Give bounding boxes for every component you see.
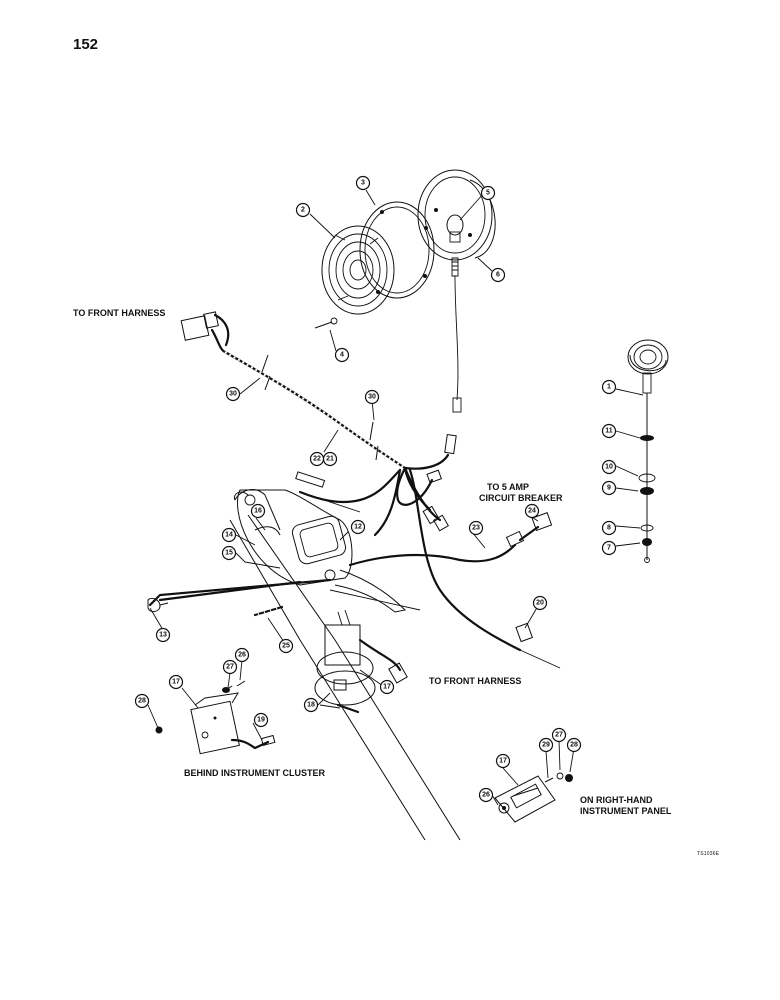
- svg-text:30: 30: [368, 394, 376, 401]
- label-behind-instrument-cluster: BEHIND INSTRUMENT CLUSTER: [184, 768, 325, 778]
- callout-19: 19: [253, 712, 269, 728]
- callout-5: 5: [480, 185, 496, 201]
- label-to-front-harness-top: TO FRONT HARNESS: [73, 308, 165, 318]
- callout-16: 16: [250, 503, 266, 519]
- svg-text:17: 17: [172, 679, 180, 686]
- svg-text:5: 5: [486, 190, 490, 197]
- svg-text:14: 14: [225, 532, 233, 539]
- callout-9: 9: [601, 480, 617, 496]
- lamp-housing: [417, 169, 496, 413]
- callout-11: 11: [601, 423, 617, 439]
- svg-text:29: 29: [542, 742, 550, 749]
- callout-18: 18: [303, 697, 319, 713]
- callout-30a: 30: [225, 386, 241, 402]
- svg-text:2: 2: [301, 207, 305, 214]
- svg-text:11: 11: [605, 428, 613, 435]
- callout-21: 21: [322, 451, 338, 467]
- callout-26b: 26: [478, 787, 494, 803]
- svg-text:7: 7: [607, 545, 611, 552]
- right-lamp-assembly: [627, 339, 669, 563]
- svg-text:8: 8: [607, 525, 611, 532]
- callout-28b: 28: [566, 737, 582, 753]
- svg-text:23: 23: [472, 525, 480, 532]
- svg-text:28: 28: [570, 742, 578, 749]
- page-number: 152: [73, 36, 99, 53]
- front-harness-connector: [180, 311, 230, 354]
- svg-text:18: 18: [307, 702, 315, 709]
- label-to-5-amp: TO 5 AMP: [487, 482, 529, 492]
- callout-10: 10: [601, 459, 617, 475]
- label-on-right-hand: ON RIGHT-HAND: [580, 795, 653, 805]
- small-screw-nut: [155, 680, 246, 734]
- svg-text:13: 13: [159, 632, 167, 639]
- svg-text:12: 12: [354, 524, 362, 531]
- svg-text:27: 27: [555, 732, 563, 739]
- svg-text:9: 9: [607, 485, 611, 492]
- callout-17b: 17: [168, 674, 184, 690]
- svg-text:25: 25: [282, 643, 290, 650]
- label-instrument-panel: INSTRUMENT PANEL: [580, 806, 672, 816]
- lamp-screw: [314, 317, 338, 329]
- callout-3: 3: [355, 175, 371, 191]
- svg-text:1: 1: [607, 384, 611, 391]
- lamp-lens: [321, 225, 395, 315]
- svg-text:3: 3: [361, 180, 365, 187]
- lamp-retaining-ring: [359, 201, 435, 299]
- svg-text:20: 20: [536, 600, 544, 607]
- svg-text:21: 21: [326, 456, 334, 463]
- svg-text:6: 6: [496, 272, 500, 279]
- callout-30b: 30: [364, 389, 380, 405]
- callout-14: 14: [221, 527, 237, 543]
- callout-6: 6: [490, 267, 506, 283]
- svg-text:17: 17: [383, 684, 391, 691]
- callout-27b: 27: [551, 727, 567, 743]
- lever-knob: [147, 597, 169, 613]
- svg-text:22: 22: [313, 456, 321, 463]
- callout-24: 24: [524, 503, 540, 519]
- svg-text:10: 10: [605, 464, 613, 471]
- label-circuit-breaker: CIRCUIT BREAKER: [479, 493, 563, 503]
- svg-text:26: 26: [482, 792, 490, 799]
- callout-26a: 26: [234, 647, 250, 663]
- steering-column: [229, 491, 461, 841]
- callout-17a: 17: [379, 679, 395, 695]
- svg-text:19: 19: [257, 717, 265, 724]
- svg-text:26: 26: [238, 652, 246, 659]
- callout-1: 1: [601, 379, 617, 395]
- callout-7: 7: [601, 540, 617, 556]
- callout-12: 12: [350, 519, 366, 535]
- callout-23: 23: [468, 520, 484, 536]
- wire-harness-braided: [223, 350, 407, 470]
- svg-text:30: 30: [229, 391, 237, 398]
- callout-15: 15: [221, 545, 237, 561]
- harness-clips: [261, 354, 379, 461]
- svg-text:28: 28: [138, 698, 146, 705]
- callout-4: 4: [334, 347, 350, 363]
- svg-text:16: 16: [254, 508, 262, 515]
- column-clamps: [314, 609, 408, 714]
- flasher-unit-right: [494, 772, 573, 823]
- drawing-code: TS1036E: [697, 851, 720, 857]
- harness-branches: [295, 433, 561, 669]
- callout-28a: 28: [134, 693, 150, 709]
- callout-8: 8: [601, 520, 617, 536]
- svg-text:24: 24: [528, 508, 536, 515]
- callout-29: 29: [538, 737, 554, 753]
- callout-2: 2: [295, 202, 311, 218]
- callout-22: 22: [309, 451, 325, 467]
- svg-text:17: 17: [499, 758, 507, 765]
- svg-text:15: 15: [225, 550, 233, 557]
- label-to-front-harness-bottom: TO FRONT HARNESS: [429, 676, 521, 686]
- callout-17c: 17: [495, 753, 511, 769]
- svg-text:4: 4: [340, 352, 344, 359]
- steering-column-switch: [148, 489, 421, 613]
- callout-13: 13: [155, 627, 171, 643]
- svg-text:27: 27: [226, 664, 234, 671]
- rubber-sleeve: [253, 605, 284, 619]
- callout-25: 25: [278, 638, 294, 654]
- callout-20: 20: [532, 595, 548, 611]
- callout-27a: 27: [222, 659, 238, 675]
